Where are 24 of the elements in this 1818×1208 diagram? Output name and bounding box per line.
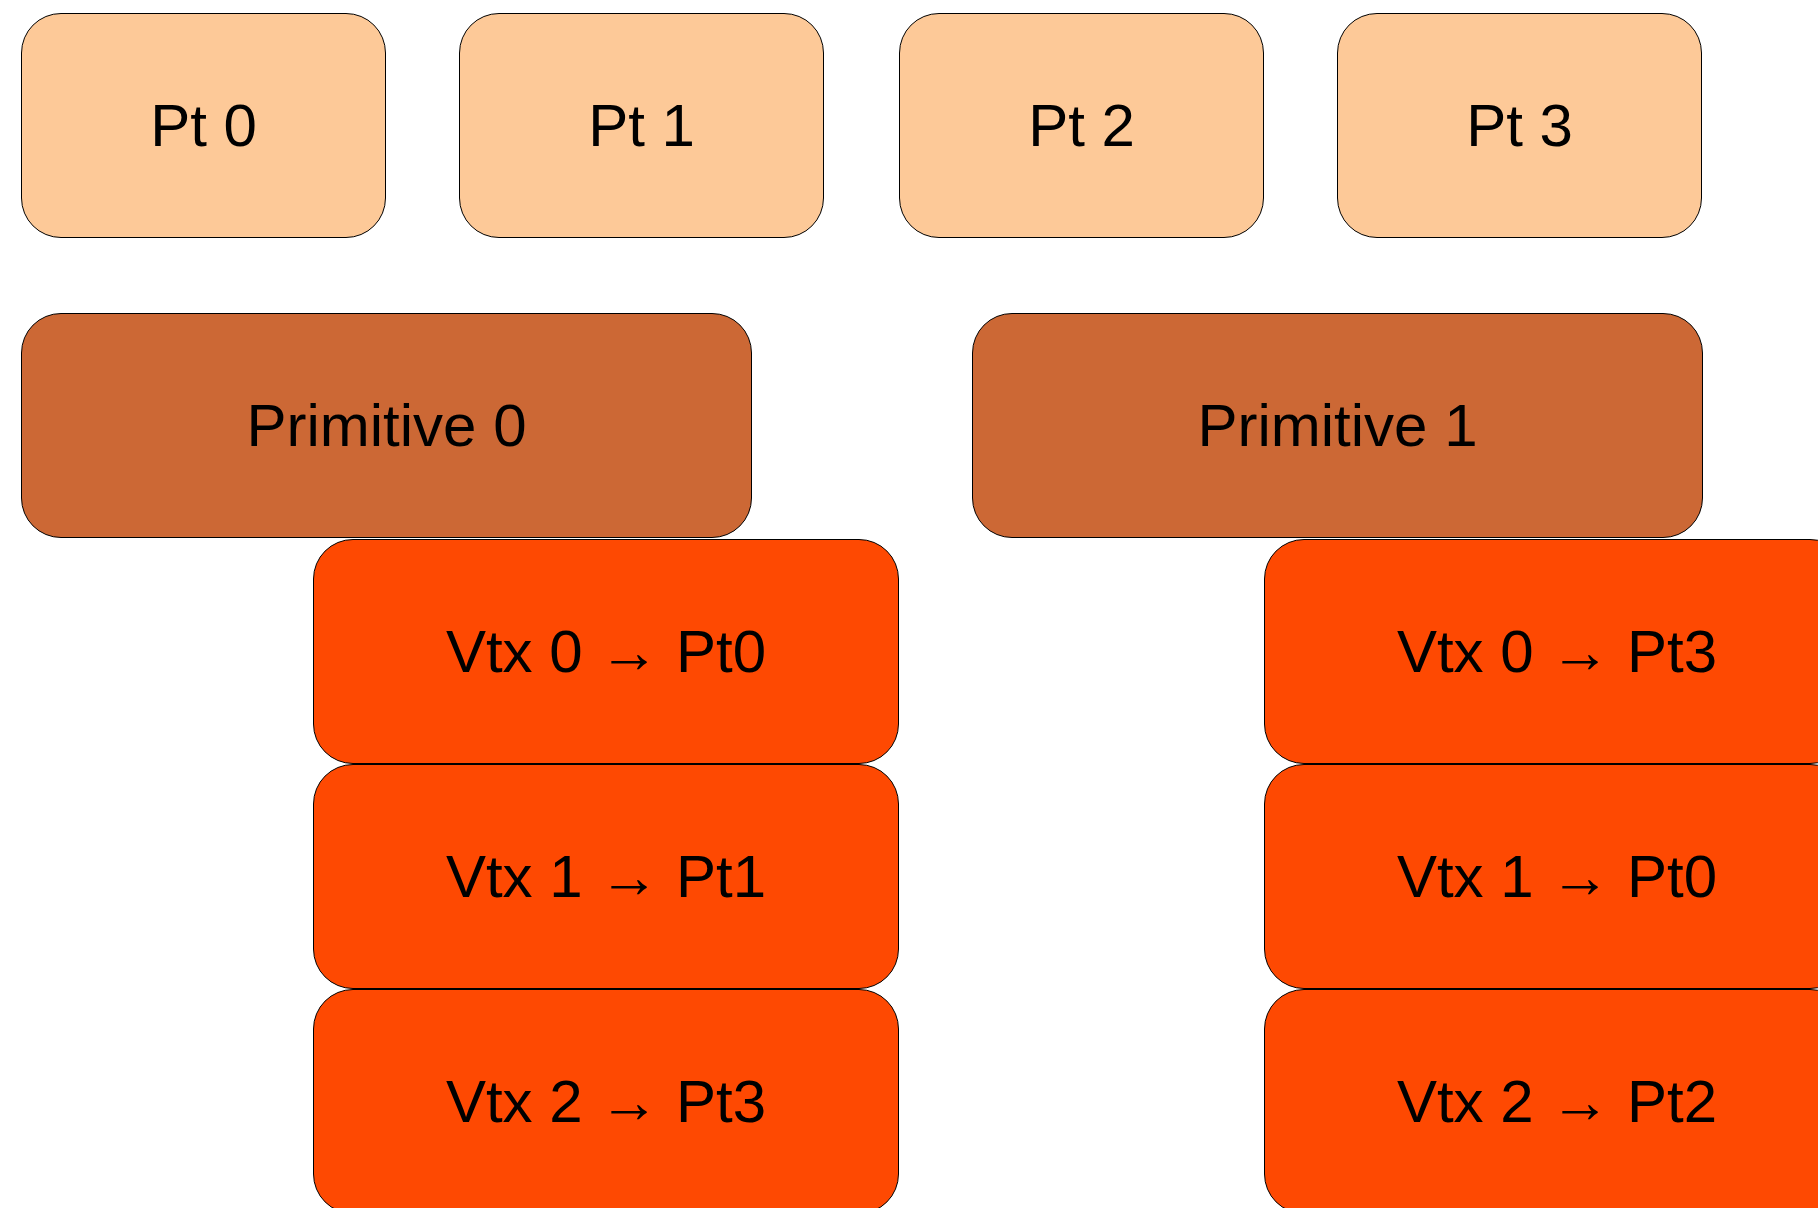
point-box [1337,13,1702,238]
box-label: Vtx 1 → Pt1 [445,846,767,907]
box-label: Primitive 0 [246,395,527,456]
box-label: Vtx 0 → Pt3 [1396,621,1718,682]
box-label: Vtx 0 → Pt0 [445,621,767,682]
vertex-box [313,539,899,764]
vertex-box [1264,764,1818,989]
box-label: Vtx 2 → Pt3 [445,1071,767,1132]
vertex-box [1264,989,1818,1208]
point-box [459,13,824,238]
box-label: Vtx 2 → Pt2 [1396,1071,1718,1132]
point-box [899,13,1264,238]
primitive-box [21,313,752,538]
box-label: Pt 0 [150,95,257,156]
box-label: Pt 1 [588,95,695,156]
box-label: Vtx 1 → Pt0 [1396,846,1718,907]
vertex-box [313,989,899,1208]
box-label: Pt 2 [1028,95,1135,156]
vertex-box [1264,539,1818,764]
point-box [21,13,386,238]
primitive-box [972,313,1703,538]
box-label: Pt 3 [1466,95,1573,156]
box-label: Primitive 1 [1197,395,1478,456]
vertex-box [313,764,899,989]
